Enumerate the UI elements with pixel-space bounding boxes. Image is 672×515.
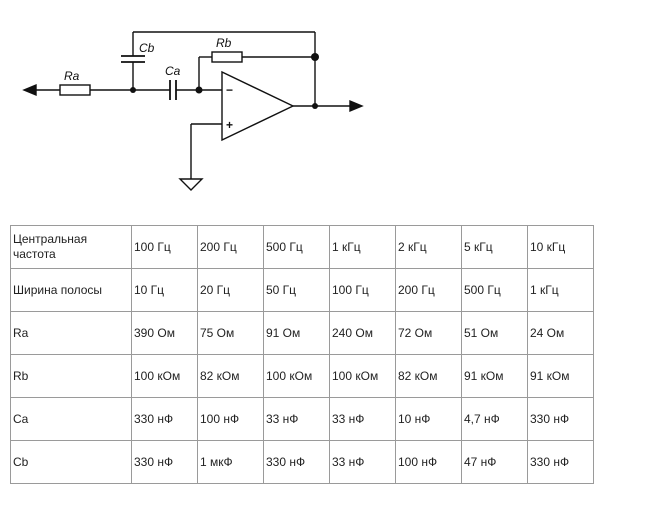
table-cell: 1 кГц (329, 225, 396, 269)
table-cell: 330 нФ (131, 440, 198, 484)
table-cell: 47 нФ (461, 440, 528, 484)
table-cell: 100 кОм (131, 354, 198, 398)
label-ra: Ra (64, 69, 80, 83)
table-cell: 390 Ом (131, 311, 198, 355)
table-cell: 5 кГц (461, 225, 528, 269)
table-cell: 1 мкФ (197, 440, 264, 484)
table-cell: 330 нФ (263, 440, 330, 484)
table-cell: 1 кГц (527, 268, 594, 312)
output-arrow (349, 99, 364, 113)
table-cell: 33 нФ (329, 440, 396, 484)
bandpass-filter-schematic: Ra Cb Ca Rb − + (22, 31, 364, 191)
row-label: Ширина полосы (10, 268, 132, 312)
table-cell: 240 Ом (329, 311, 396, 355)
table-cell: 50 Гц (263, 268, 330, 312)
junction-dot (312, 103, 318, 109)
row-label: Ca (10, 397, 132, 441)
table-cell: 330 нФ (527, 397, 594, 441)
row-label: Cb (10, 440, 132, 484)
inverting-sign: − (226, 83, 233, 97)
junction-dot (195, 86, 203, 94)
table-cell: 91 кОм (527, 354, 594, 398)
op-amp-triangle (221, 70, 295, 142)
table-cell: 100 нФ (197, 397, 264, 441)
table-cell: 330 нФ (527, 440, 594, 484)
table-cell: 100 Гц (131, 225, 198, 269)
table-cell: 100 Гц (329, 268, 396, 312)
row-label: Rb (10, 354, 132, 398)
table-cell: 51 Ом (461, 311, 528, 355)
table-cell: 100 кОм (263, 354, 330, 398)
table-cell: 24 Ом (527, 311, 594, 355)
table-cell: 82 кОм (395, 354, 462, 398)
table-cell: 10 Гц (131, 268, 198, 312)
table-cell: 100 кОм (329, 354, 396, 398)
table-cell: 100 нФ (395, 440, 462, 484)
junction-dot (130, 87, 136, 93)
table-cell: 10 нФ (395, 397, 462, 441)
table-cell: 200 Гц (395, 268, 462, 312)
ground-icon (178, 178, 204, 191)
table-cell: 72 Ом (395, 311, 462, 355)
label-cb: Cb (139, 41, 155, 55)
noninverting-sign: + (226, 118, 233, 132)
table-cell: 200 Гц (197, 225, 264, 269)
row-label: Ra (10, 311, 132, 355)
resistor-ra (59, 84, 91, 96)
row-label: Центральная частота (10, 225, 132, 269)
input-arrow (22, 83, 37, 97)
label-ca: Ca (165, 64, 181, 78)
resistor-rb (211, 51, 243, 63)
junction-dot (311, 53, 319, 61)
table-cell: 82 кОм (197, 354, 264, 398)
table-cell: 33 нФ (263, 397, 330, 441)
table-cell: 10 кГц (527, 225, 594, 269)
table-cell: 91 Ом (263, 311, 330, 355)
table-cell: 330 нФ (131, 397, 198, 441)
label-rb: Rb (216, 36, 232, 50)
table-cell: 500 Гц (461, 268, 528, 312)
table-cell: 20 Гц (197, 268, 264, 312)
table-cell: 500 Гц (263, 225, 330, 269)
table-cell: 91 кОм (461, 354, 528, 398)
table-cell: 4,7 нФ (461, 397, 528, 441)
table-cell: 33 нФ (329, 397, 396, 441)
table-cell: 75 Ом (197, 311, 264, 355)
table-cell: 2 кГц (395, 225, 462, 269)
